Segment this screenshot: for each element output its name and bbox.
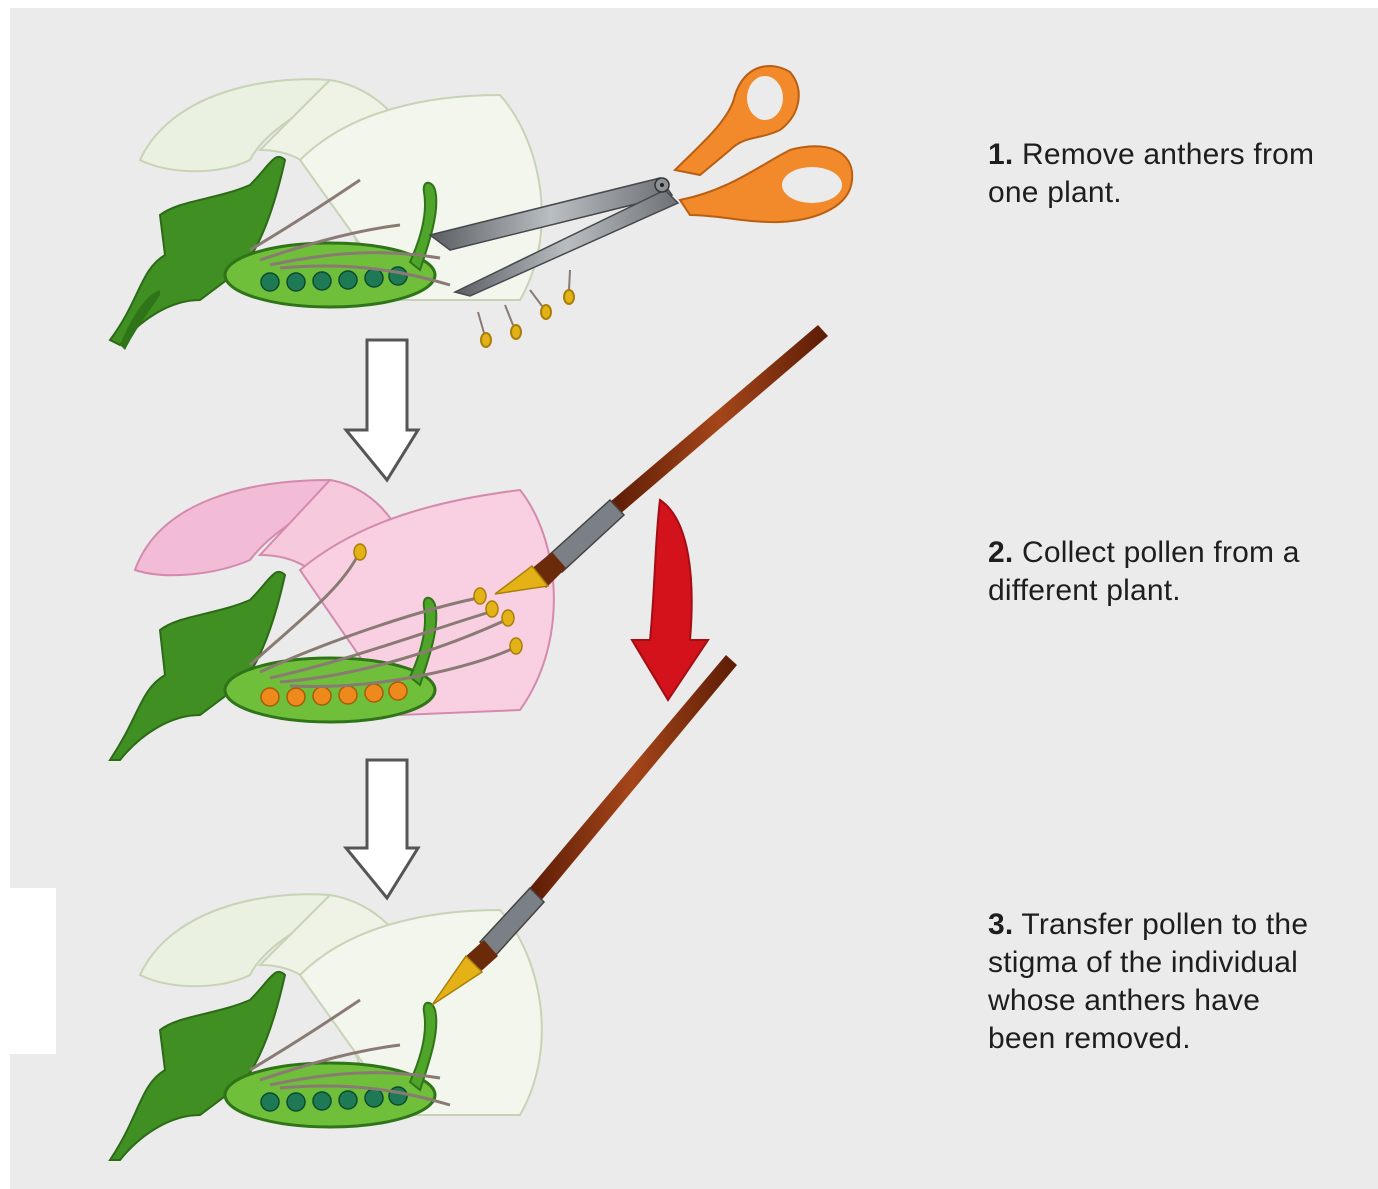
- step-1-caption: 1. Remove anthers from one plant.: [988, 136, 1328, 212]
- step-3-caption: 3. Transfer pollen to the stigma of the …: [988, 906, 1328, 1058]
- flower-pink-2: [110, 480, 554, 760]
- down-arrow-icon: [346, 340, 418, 480]
- step-3-text: Transfer pollen to the stigma of the ind…: [988, 908, 1308, 1055]
- flower-white-1: [110, 79, 542, 350]
- step-3-number: 3.: [988, 908, 1013, 941]
- flower-white-3: [110, 894, 542, 1160]
- step-1-number: 1.: [988, 138, 1013, 171]
- step-2-number: 2.: [988, 536, 1013, 569]
- curved-arrow-icon: [632, 500, 708, 700]
- down-arrow-icon: [346, 760, 418, 898]
- step-2-text: Collect pollen from a different plant.: [988, 536, 1300, 607]
- step-1-text: Remove anthers from one plant.: [988, 138, 1314, 209]
- clipped-overlay-box: [0, 888, 56, 1054]
- step-2-caption: 2. Collect pollen from a different plant…: [988, 534, 1328, 610]
